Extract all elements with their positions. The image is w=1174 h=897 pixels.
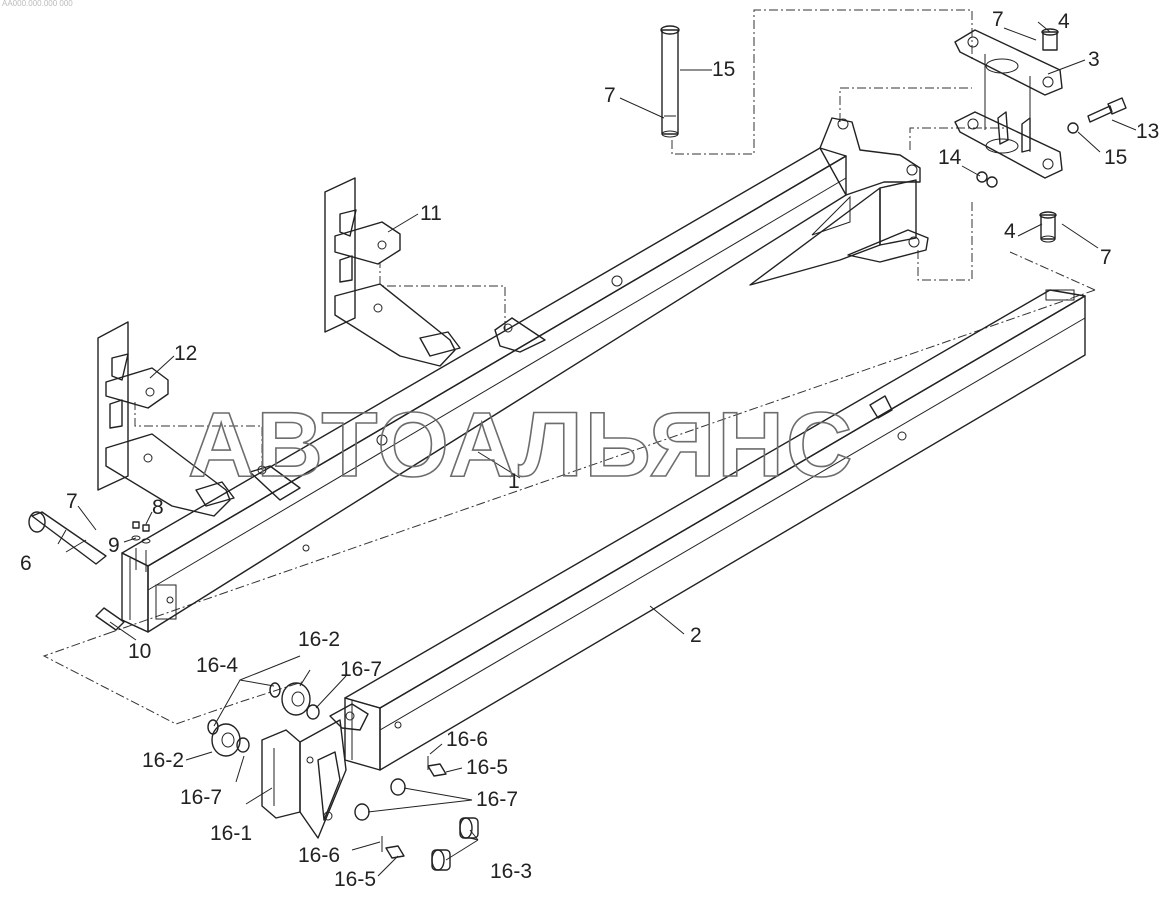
suspension-kit-16 xyxy=(207,682,479,871)
watermark-text: АВТОАЛЬЯНС xyxy=(188,394,854,496)
shackle-assembly xyxy=(954,28,1127,243)
callout-16-2-left: 16-2 xyxy=(142,749,184,772)
callout-7-bottom: 7 xyxy=(1100,246,1112,269)
callout-7-top: 7 xyxy=(992,8,1004,31)
callout-14: 14 xyxy=(938,146,962,169)
callout-7-left: 7 xyxy=(66,490,78,513)
header-code: АА000.000.000 000 xyxy=(2,0,73,8)
callout-7-pin: 7 xyxy=(604,84,616,107)
callout-15-pin: 15 xyxy=(712,58,735,81)
callout-1: 1 xyxy=(508,470,520,493)
callout-4-bottom: 4 xyxy=(1004,220,1016,243)
main-beam-part-1 xyxy=(121,117,929,633)
callout-16-3: 16-3 xyxy=(490,860,532,883)
callout-16-7-right: 16-7 xyxy=(476,788,518,811)
callout-16-5-right: 16-5 xyxy=(466,756,508,779)
callout-16-7-top: 16-7 xyxy=(340,658,382,681)
callout-15-nut: 15 xyxy=(1104,146,1127,169)
leader-lines xyxy=(65,21,1137,877)
plate-part-10 xyxy=(95,607,125,631)
callout-6: 6 xyxy=(20,552,32,575)
callout-16-4: 16-4 xyxy=(196,654,238,677)
callout-8: 8 xyxy=(152,496,164,519)
callout-16-2-top: 16-2 xyxy=(298,628,340,651)
callout-labels: 1 2 3 4 4 6 7 7 7 7 8 9 10 11 12 13 14 1… xyxy=(20,8,1159,891)
pin-part-15 xyxy=(660,25,680,138)
callout-9: 9 xyxy=(108,534,120,557)
pin-part-6 xyxy=(28,511,107,565)
callout-13: 13 xyxy=(1136,120,1159,143)
assembly-lines xyxy=(42,9,1096,725)
callout-3: 3 xyxy=(1088,48,1100,71)
washers-part-8-9 xyxy=(131,521,151,572)
lower-beam-part-2 xyxy=(302,289,1086,771)
callout-4-top: 4 xyxy=(1058,10,1070,33)
callout-11: 11 xyxy=(420,202,442,225)
callout-2: 2 xyxy=(690,624,702,647)
bracket-part-11 xyxy=(324,177,461,367)
callout-10: 10 xyxy=(128,640,151,663)
bracket-part-12 xyxy=(97,321,235,517)
callout-16-7-left: 16-7 xyxy=(180,786,222,809)
callout-16-5-bottom: 16-5 xyxy=(334,868,376,891)
callout-16-1: 16-1 xyxy=(210,822,252,845)
callout-16-6-bottom: 16-6 xyxy=(298,844,340,867)
callout-12: 12 xyxy=(174,342,197,365)
callout-16-6-right: 16-6 xyxy=(446,728,488,751)
